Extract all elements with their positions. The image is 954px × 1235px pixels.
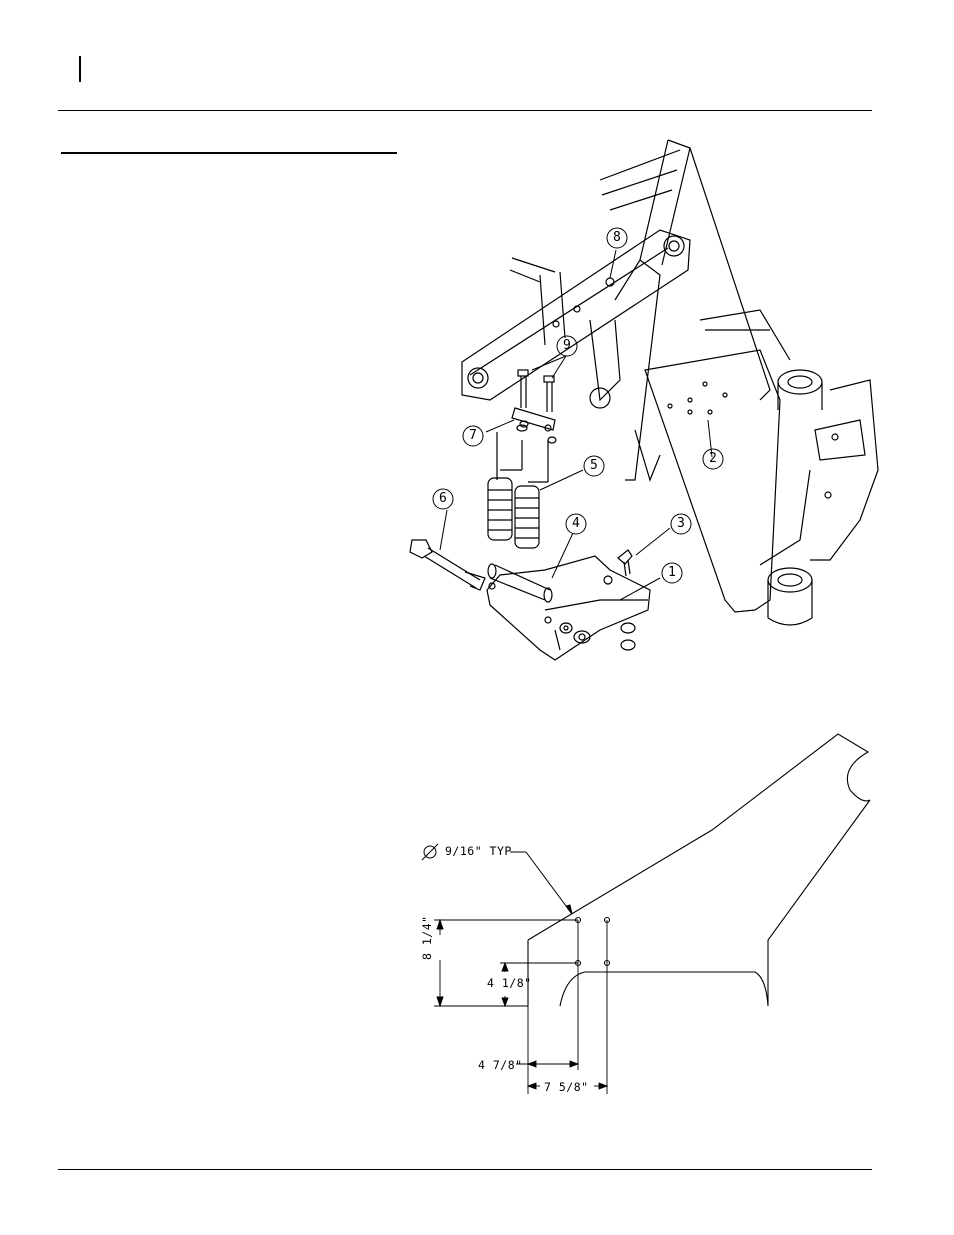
vertical-dimensions bbox=[434, 920, 578, 1006]
hole-spec-label: 9/16" TYP bbox=[445, 844, 512, 858]
dimension-width-outer: 7 5/8" bbox=[544, 1080, 589, 1094]
dimension-width-inner: 4 7/8" bbox=[478, 1058, 523, 1072]
dimension-height-inner: 4 1/8" bbox=[487, 976, 532, 990]
dimension-height-outer: 8 1/4" bbox=[420, 915, 434, 960]
horizontal-dimensions bbox=[516, 920, 607, 1094]
hole-markers bbox=[576, 918, 610, 966]
